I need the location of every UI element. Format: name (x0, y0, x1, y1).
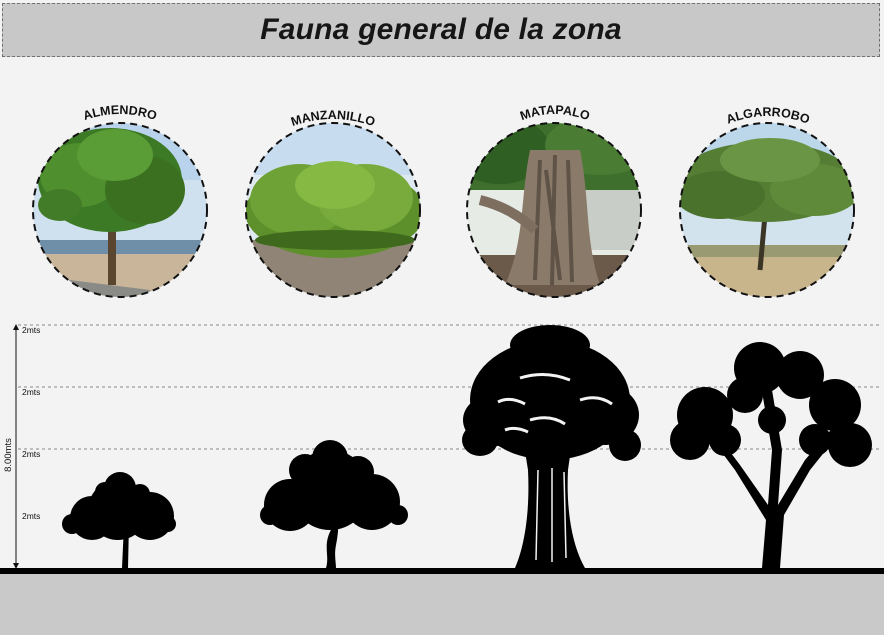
title-banner: Fauna general de la zona (2, 3, 880, 57)
label-almendro: ALMENDRO (81, 103, 158, 123)
label-algarrobo: ALGARROBO (724, 105, 812, 127)
silhouette-algarrobo (670, 342, 872, 568)
ground-line (0, 568, 884, 574)
tick-label-3: 2mts (22, 449, 40, 459)
photo-almendro (32, 122, 208, 298)
tick-label-1: 2mts (22, 325, 40, 335)
scale-arrow-bottom (13, 563, 19, 569)
photo-algarrobo (679, 122, 855, 298)
scale-total-label: 8.00mts (3, 438, 14, 472)
page-title: Fauna general de la zona (260, 13, 622, 46)
scale-arrow-top (13, 324, 19, 330)
tick-label-2: 2mts (22, 387, 40, 397)
label-manzanillo: MANZANILLO (289, 108, 377, 129)
silhouette-almendro (62, 472, 176, 568)
label-matapalo: MATAPALO (518, 103, 592, 123)
silhouette-manzanillo (260, 440, 408, 568)
height-scale: 2mts 2mts 2mts 2mts 8.00mts (3, 324, 880, 569)
footer-band (0, 574, 884, 635)
photo-manzanillo (245, 122, 421, 298)
silhouette-matapalo (462, 325, 641, 568)
photo-matapalo (466, 122, 642, 298)
tick-label-4: 2mts (22, 511, 40, 521)
